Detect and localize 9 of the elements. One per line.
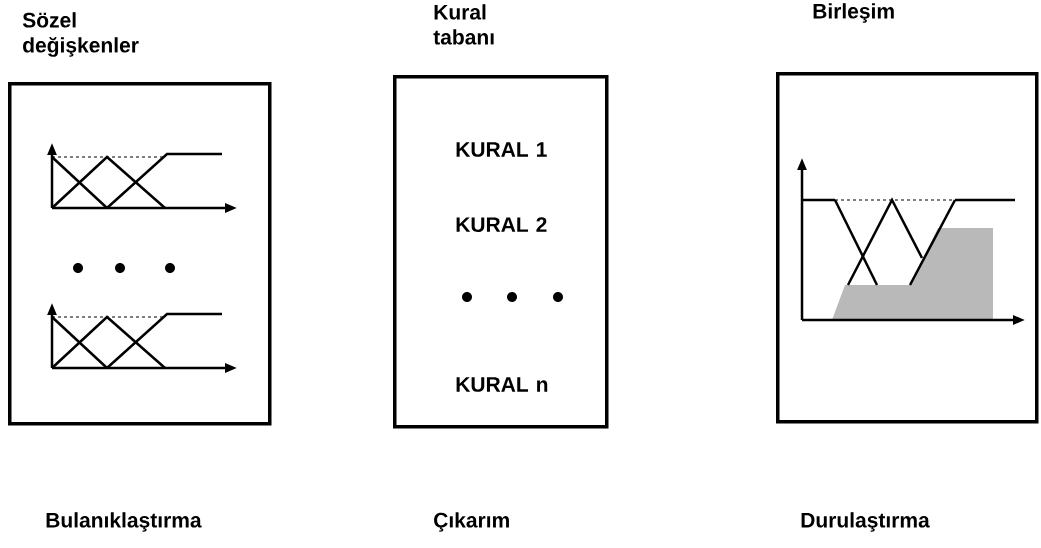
heading: Kural tabanı <box>433 4 494 45</box>
stage-label: Çıkarım <box>434 512 509 532</box>
rule-label: KURAL 1 <box>456 142 547 157</box>
heading: Sözel değişkenler <box>22 12 139 57</box>
heading: Birleşim <box>813 3 894 23</box>
stage-label: Bulanıklaştırma <box>46 512 202 532</box>
rule-label: KURAL 2 <box>456 217 547 233</box>
rule-label: KURAL n <box>456 377 548 392</box>
stage-label: Durulaştırma <box>801 512 930 532</box>
